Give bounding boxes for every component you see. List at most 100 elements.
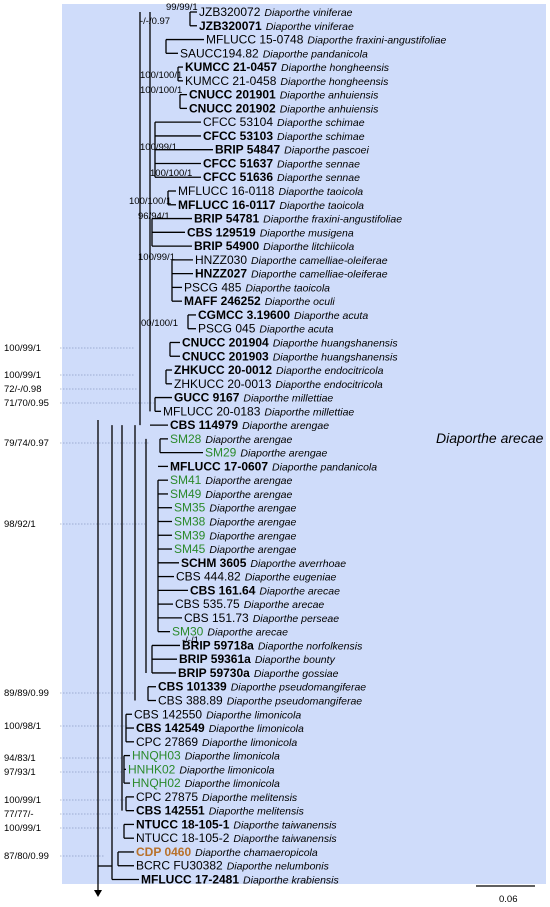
taxon-species: Diaporthe camelliae-oleiferae: [251, 269, 388, 281]
support-value: 89/89/0.99: [4, 688, 49, 699]
taxon-code: SM35: [174, 501, 206, 515]
support-value: 94/83/1: [4, 753, 36, 764]
left-support-values: 100/99/1100/99/172/-/0.9871/70/0.9579/74…: [4, 343, 49, 862]
taxon-code: BRIP 54900: [194, 239, 259, 253]
taxon-code: CNUCC 201904: [182, 335, 269, 349]
taxon-code: BCRC FU30382: [136, 859, 223, 873]
taxon-species: Diaporthe fraxini-angustifoliae: [263, 214, 402, 226]
taxon-code: MFLUCC 16-0117: [178, 198, 276, 212]
taxon-species: Diaporthe norfolkensis: [258, 640, 363, 652]
taxon-code: ZHKUCC 20-0013: [174, 377, 272, 391]
support-value: 79/74/0.97: [4, 438, 49, 449]
taxon-code: CBS 101339: [158, 680, 227, 694]
taxon-species: Diaporthe arecae: [244, 599, 325, 611]
taxon-code: SM38: [174, 514, 206, 528]
node-support-values: 99/99/1-/-/0.97100/100/1100/100/1100/99/…: [129, 2, 199, 646]
node-support-value: 100/100/1: [129, 196, 171, 207]
taxon-code: CFCC 51637: [203, 156, 273, 170]
node-support-value: 96/94/1: [138, 211, 170, 222]
taxon-code: BRIP 59730a: [178, 666, 250, 680]
taxon-species: Diaporthe arecae: [207, 627, 288, 639]
taxon-code: CBS 161.64: [190, 583, 256, 597]
taxon-code: SM49: [170, 487, 202, 501]
taxon-code: MFLUCC 17-2481: [141, 873, 239, 887]
taxon-species: Diaporthe sennae: [277, 158, 360, 170]
taxon-code: CPC 27869: [136, 735, 198, 749]
taxon-species: Diaporthe arengae: [205, 434, 292, 446]
taxon-code: JZB320071: [199, 19, 262, 33]
taxon-species: Diaporthe pseudomangiferae: [231, 682, 367, 694]
taxon-code: SM28: [170, 432, 202, 446]
taxon-label: HNZZ027 Diaporthe camelliae-oleiferae: [195, 267, 388, 281]
support-value: 100/99/1: [4, 795, 41, 806]
taxon-code: MFLUCC 16-0118: [178, 184, 275, 198]
taxon-label: BCRC FU30382 Diaporthe nelumbonis: [136, 859, 330, 873]
taxon-species: Diaporthe sennae: [277, 172, 360, 184]
taxon-species: Diaporthe nelumbonis: [227, 861, 330, 873]
taxon-species: Diaporthe oculi: [265, 296, 336, 308]
taxon-species: Diaporthe endocitricola: [275, 379, 383, 391]
taxon-code: CBS 114979: [170, 418, 238, 432]
taxon-label: CBS 535.75 Diaporthe arecae: [175, 597, 324, 611]
taxon-species: Diaporthe arecae: [259, 585, 340, 597]
taxon-code: CPC 27875: [136, 790, 198, 804]
taxon-code: HNZZ027: [195, 267, 247, 281]
taxon-species: Diaporthe limonicola: [209, 723, 304, 735]
support-value: 98/92/1: [4, 519, 36, 530]
taxon-species: Diaporthe millettiae: [264, 406, 354, 418]
taxon-code: CBS 142551: [136, 804, 205, 818]
taxon-species: Diaporthe taoicola: [279, 200, 364, 212]
support-value: 100/99/1: [4, 370, 41, 381]
taxon-label: CFCC 51637 Diaporthe sennae: [203, 156, 360, 170]
root-arrow-icon: [94, 890, 102, 897]
support-value: 87/80/0.99: [4, 851, 49, 862]
taxon-code: HNZZ030: [195, 253, 247, 267]
taxon-species: Diaporthe taoicola: [278, 186, 363, 198]
taxon-species: Diaporthe litchiicola: [263, 241, 354, 253]
taxon-code: CBS 388.89: [158, 694, 223, 708]
taxon-code: CBS 151.73: [184, 611, 249, 625]
taxon-species: Diaporthe hongheensis: [281, 62, 390, 74]
node-support-value: 100/99/1: [138, 252, 175, 263]
taxon-species: Diaporthe arengae: [209, 516, 296, 528]
support-value: 100/99/1: [4, 823, 41, 834]
taxon-code: CBS 535.75: [175, 597, 240, 611]
taxon-code: CGMCC 3.19600: [198, 308, 290, 322]
taxon-code: CFCC 53104: [203, 115, 273, 129]
taxon-species: Diaporthe huangshanensis: [273, 337, 399, 349]
taxon-code: CNUCC 201903: [182, 349, 269, 363]
node-support-value: 00/100/1: [141, 318, 178, 329]
taxon-code: ZHKUCC 20-0012: [174, 363, 272, 377]
taxon-species: Diaporthe arengae: [242, 420, 329, 432]
node-support-value: 100/100/1: [150, 168, 192, 179]
taxon-code: SM45: [174, 542, 206, 556]
taxon-code: CBS 142550: [134, 707, 202, 721]
taxon-species: Diaporthe melitensis: [209, 806, 305, 818]
taxon-species: Diaporthe taiwanensis: [233, 833, 337, 845]
